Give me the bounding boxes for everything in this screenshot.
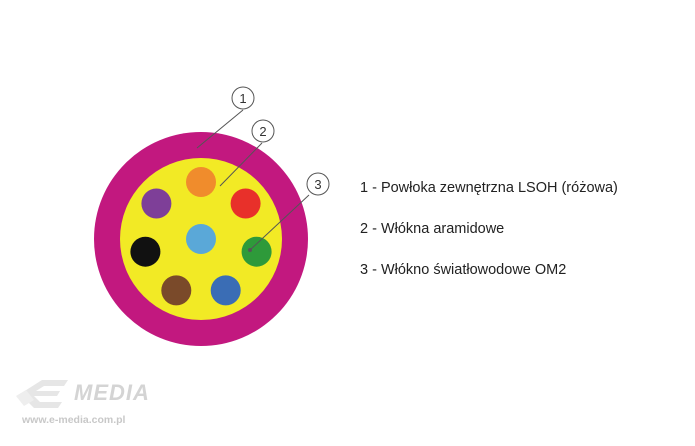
callout-label-2: 2 <box>259 124 266 139</box>
legend-item-1: 1 - Powłoka zewnętrzna LSOH (różowa) <box>360 180 618 196</box>
fiber-orange <box>186 167 216 197</box>
fiber-light-blue <box>186 224 216 254</box>
callout-label-3: 3 <box>314 177 321 192</box>
leader-dot-3 <box>248 248 252 252</box>
callout-circle-1 <box>231 86 255 110</box>
leader-line-2 <box>219 142 263 187</box>
leader-line-1 <box>196 109 244 149</box>
watermark-brand: MEDIA <box>74 380 150 405</box>
callout-1: 1 <box>231 86 255 110</box>
legend-item-2: 2 - Włókna aramidowe <box>360 221 505 237</box>
watermark-url: www.e-media.com.pl <box>22 414 126 426</box>
fiber-violet <box>141 188 172 219</box>
callout-label-1: 1 <box>239 91 246 106</box>
callout-leader-lines <box>196 109 310 252</box>
fiber-black <box>130 236 161 267</box>
leader-line-3 <box>249 194 310 251</box>
fiber-green <box>241 236 272 267</box>
legend-item-3: 3 - Włókno światłowodowe OM2 <box>360 262 567 278</box>
cable-cross-section <box>94 132 308 346</box>
fiber-blue <box>210 275 241 306</box>
callout-3: 3 <box>306 172 330 196</box>
callout-2: 2 <box>251 119 275 143</box>
fiber-red <box>230 188 261 219</box>
optical-fibers <box>130 167 272 306</box>
callout-circle-2 <box>251 119 275 143</box>
callout-circle-3 <box>306 172 330 196</box>
fiber-brown <box>161 275 192 306</box>
legend: 1 - Powłoka zewnętrzna LSOH (różowa) 2 -… <box>360 178 618 301</box>
e-media-logo-icon <box>16 380 68 408</box>
